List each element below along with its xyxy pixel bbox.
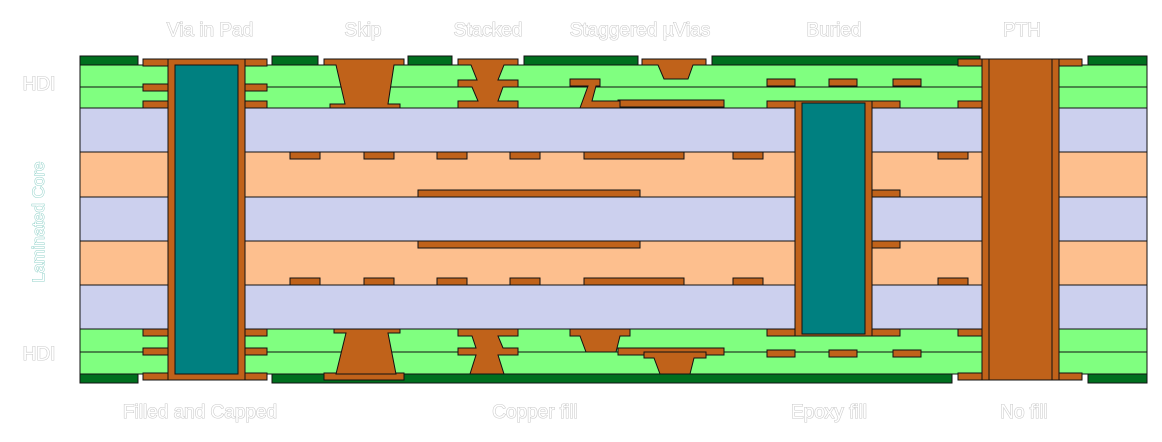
staggered-via-top-upper xyxy=(641,58,707,80)
buried-via-epoxy xyxy=(801,102,866,335)
label-hdi-bottom: HDI xyxy=(23,344,56,365)
pth-via xyxy=(981,58,1060,381)
label-buried: Buried xyxy=(807,20,862,41)
soldermask-top xyxy=(407,55,453,66)
label-hdi-top: HDI xyxy=(23,74,56,95)
skip-via-bottom xyxy=(333,328,401,375)
label-no-fill: No fill xyxy=(1000,402,1048,423)
core-layer-3 xyxy=(79,284,1148,330)
label-pth: PTH xyxy=(1003,20,1041,41)
soldermask-bottom xyxy=(271,373,953,384)
label-laminated-core: Laminated Core xyxy=(29,162,48,283)
via-epoxy-fill xyxy=(174,64,239,375)
via-in-pad xyxy=(167,58,246,381)
label-copper-fill: Copper fill xyxy=(492,402,578,423)
soldermask-top xyxy=(271,55,319,66)
soldermask-top xyxy=(523,55,639,66)
skip-via-top xyxy=(323,58,405,109)
label-filled-capped: Filled and Capped xyxy=(123,402,277,423)
staggered-via xyxy=(569,58,707,375)
stacked-via-bottom xyxy=(457,328,519,375)
core-layer-2 xyxy=(79,196,1148,242)
soldermask-top xyxy=(1087,55,1148,66)
stacked-via xyxy=(457,58,519,375)
staggered-via-top-lower xyxy=(569,78,621,109)
bottom-labels: Filled and Capped Copper fill Epoxy fill… xyxy=(122,401,1048,423)
soldermask-top xyxy=(711,55,981,66)
stacked-via-top xyxy=(457,58,519,109)
label-stacked: Stacked xyxy=(454,20,523,41)
label-via-in-pad: Via in Pad xyxy=(167,20,253,41)
staggered-via-bottom-upper xyxy=(569,328,631,353)
pth-hole xyxy=(988,58,1053,381)
label-epoxy-fill: Epoxy fill xyxy=(791,402,867,423)
side-labels: HDI Laminated Core HDI xyxy=(22,73,56,365)
staggered-via-bottom-lower xyxy=(643,351,707,375)
soldermask-top xyxy=(79,55,139,66)
top-labels: Via in Pad Skip Stacked Staggered µVias … xyxy=(166,19,1041,41)
soldermask-bottom xyxy=(1087,373,1148,384)
label-staggered: Staggered µVias xyxy=(570,20,711,41)
buried-via xyxy=(794,100,873,337)
skip-via xyxy=(323,58,405,375)
soldermask-bottom xyxy=(79,373,139,384)
label-skip: Skip xyxy=(345,20,382,41)
